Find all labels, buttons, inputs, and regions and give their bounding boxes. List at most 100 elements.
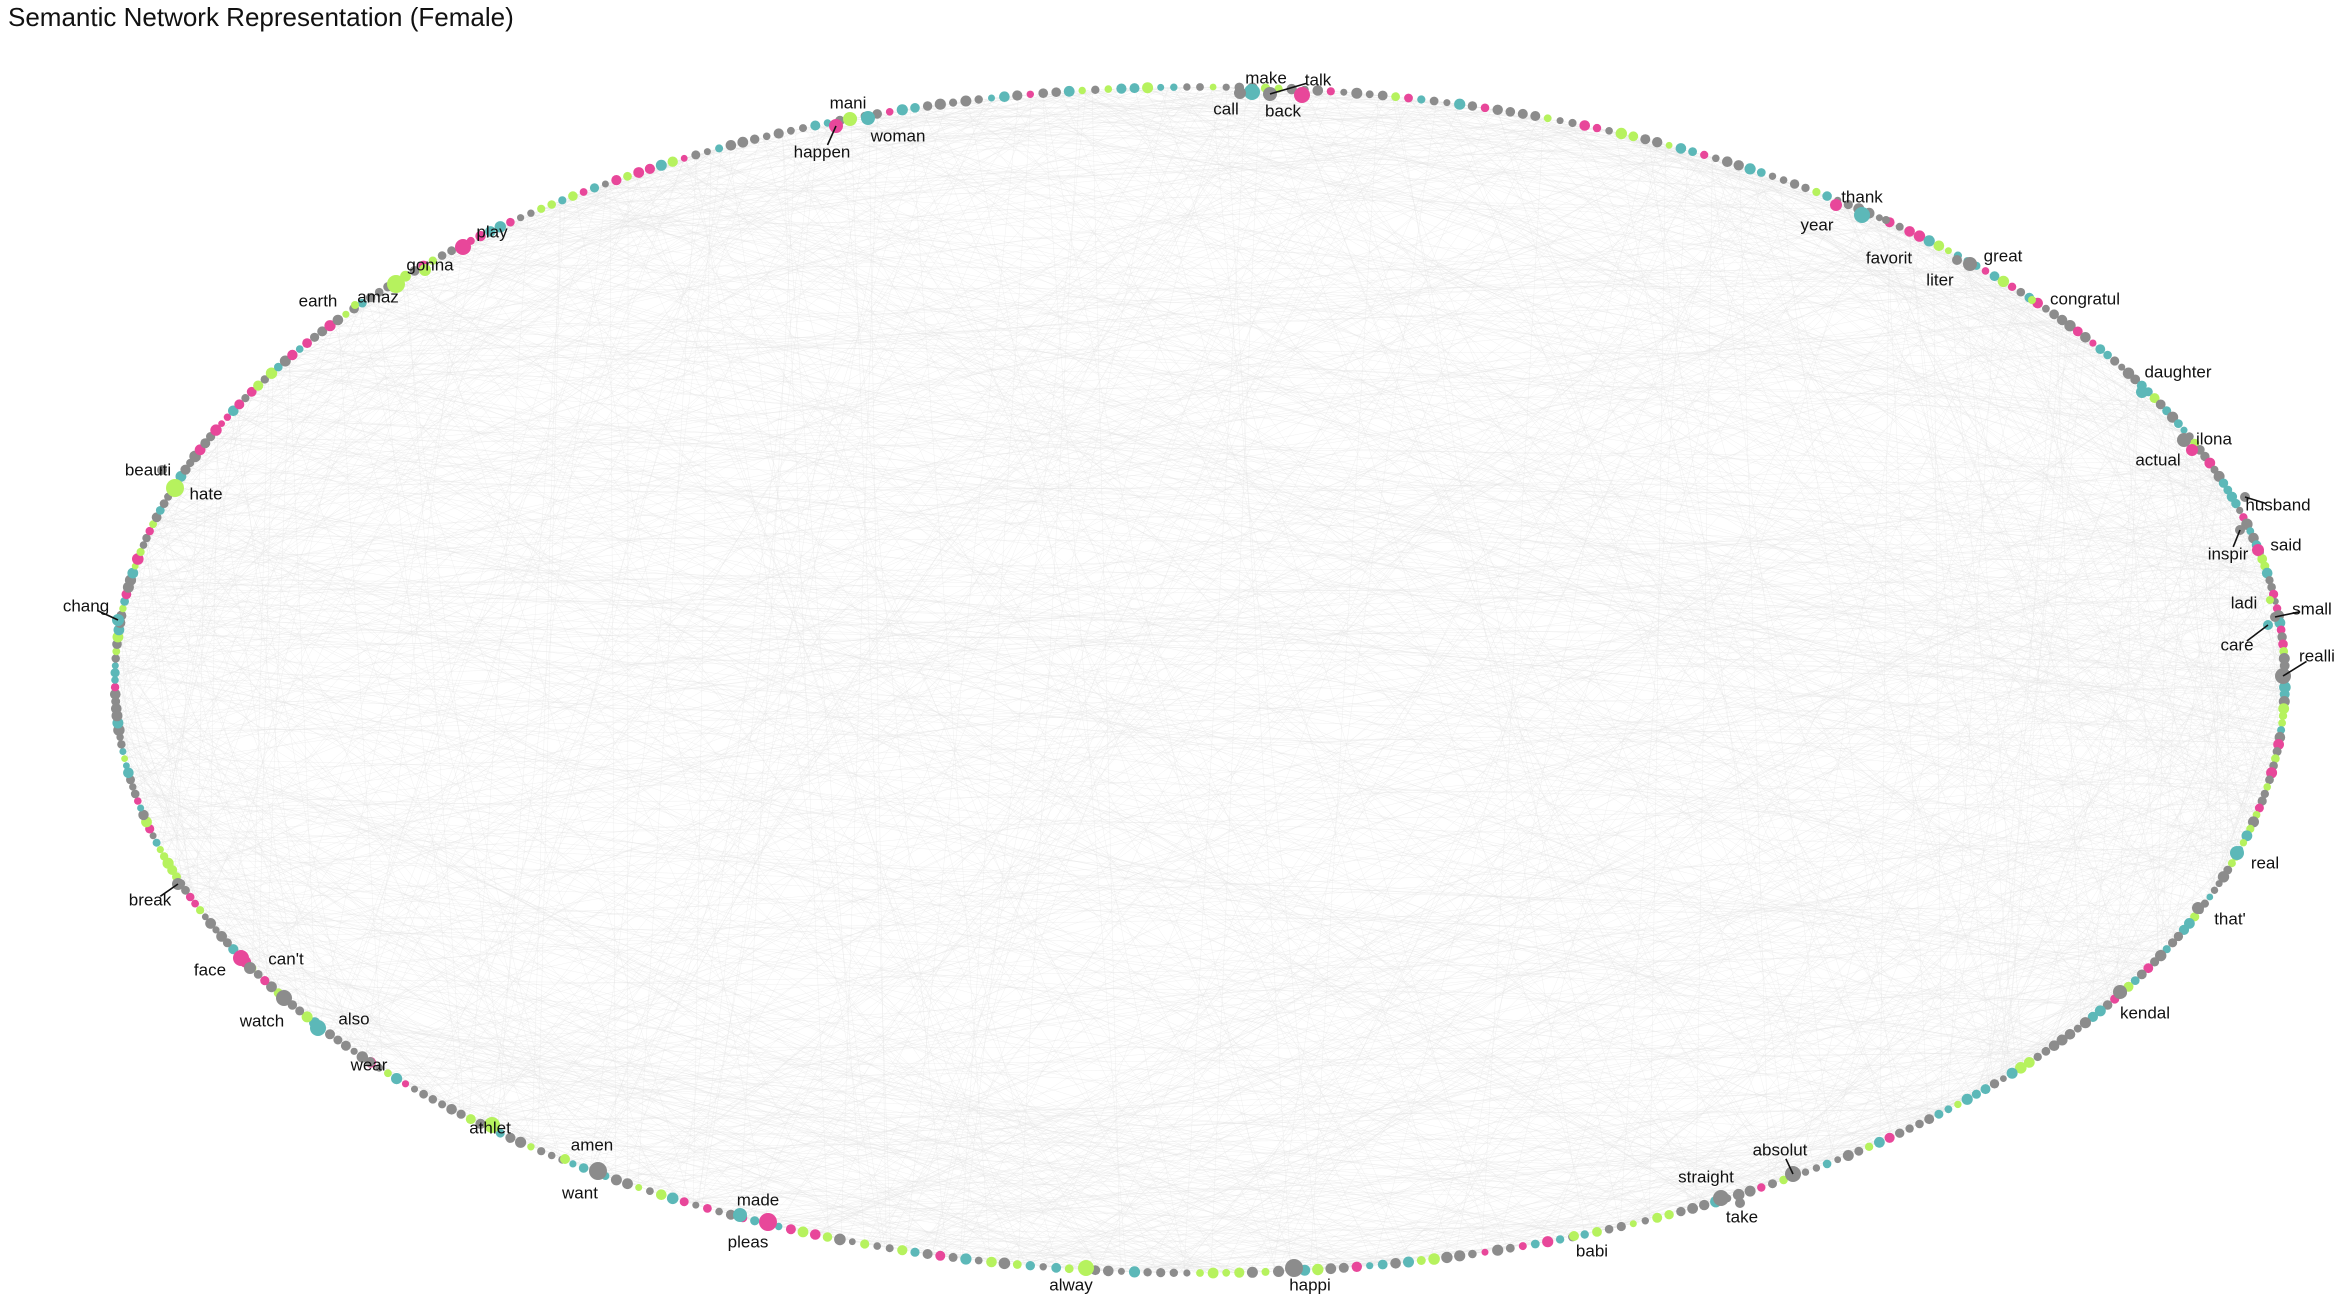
network-node xyxy=(246,386,257,397)
node-label: favorit xyxy=(1866,248,1913,267)
network-node xyxy=(1103,1265,1114,1277)
network-node xyxy=(2110,356,2120,366)
network-node xyxy=(896,104,908,116)
network-node xyxy=(1652,137,1663,148)
network-node xyxy=(1556,117,1564,125)
network-node xyxy=(210,424,222,436)
network-node xyxy=(1530,111,1541,121)
network-node xyxy=(2265,775,2274,785)
network-node xyxy=(1377,90,1388,101)
labeled-node xyxy=(560,1154,570,1164)
network-node xyxy=(1555,1235,1565,1244)
network-node xyxy=(228,405,239,417)
network-node xyxy=(196,906,205,915)
network-node xyxy=(110,683,120,692)
network-node xyxy=(1051,1262,1062,1273)
network-node xyxy=(447,246,456,256)
network-node xyxy=(1222,83,1230,91)
network-node xyxy=(1273,1265,1285,1277)
network-node xyxy=(1390,1258,1401,1269)
labeled-node xyxy=(1713,1190,1729,1206)
network-node xyxy=(2278,703,2290,714)
network-node xyxy=(185,892,195,902)
network-node xyxy=(935,1250,946,1261)
network-node xyxy=(775,1222,783,1231)
network-node xyxy=(1812,187,1821,197)
network-node xyxy=(234,399,245,410)
network-node xyxy=(1757,1183,1766,1192)
network-node xyxy=(1351,87,1363,99)
node-label: liter xyxy=(1926,270,1954,289)
network-node xyxy=(1592,1227,1602,1237)
network-node xyxy=(485,226,496,237)
node-label: absolut xyxy=(1753,1140,1808,1159)
network-node xyxy=(159,852,169,861)
labeled-node xyxy=(2136,386,2148,398)
network-node xyxy=(302,338,312,348)
network-node xyxy=(332,314,344,326)
network-node xyxy=(2130,374,2141,385)
network-node xyxy=(2227,859,2236,868)
network-node xyxy=(1904,226,1915,237)
network-node xyxy=(2271,754,2280,763)
network-node xyxy=(1629,1220,1637,1228)
labeled-node xyxy=(1735,1198,1745,1208)
network-node xyxy=(1492,1244,1504,1256)
network-node xyxy=(437,251,447,260)
network-node xyxy=(1981,267,1990,275)
network-node xyxy=(1116,83,1127,94)
network-node xyxy=(428,1095,438,1104)
network-node xyxy=(1628,131,1639,142)
labeled-node xyxy=(2186,444,2198,456)
network-node xyxy=(1468,1249,1477,1259)
network-node xyxy=(2072,326,2083,337)
network-node xyxy=(2033,1052,2042,1062)
node-label: small xyxy=(2292,599,2332,618)
network-node xyxy=(601,180,609,188)
network-node xyxy=(151,512,162,523)
network-node xyxy=(2248,816,2259,828)
network-node xyxy=(1543,114,1552,123)
network-node xyxy=(1905,1124,1914,1133)
network-node xyxy=(356,1051,368,1063)
network-node xyxy=(691,150,701,160)
network-node xyxy=(123,767,134,779)
network-node xyxy=(2167,411,2179,423)
network-node xyxy=(1779,1175,1788,1185)
labeled-node xyxy=(843,112,857,126)
network-node xyxy=(205,918,217,929)
network-node xyxy=(216,931,228,942)
network-node xyxy=(1915,1119,1924,1129)
network-node xyxy=(138,809,149,821)
network-node xyxy=(2204,457,2216,469)
network-node xyxy=(317,326,328,337)
label-leader-line xyxy=(1785,1158,1794,1175)
network-node xyxy=(1312,85,1324,96)
network-node xyxy=(1934,1109,1944,1119)
network-node xyxy=(1604,1224,1614,1234)
network-node xyxy=(860,1239,870,1249)
network-node xyxy=(2015,1062,2027,1074)
labeled-node xyxy=(2192,902,2204,914)
network-node xyxy=(2267,582,2276,592)
network-node xyxy=(1913,230,1926,242)
network-node xyxy=(885,108,894,116)
node-label: ilona xyxy=(2196,429,2232,448)
network-node xyxy=(1051,87,1061,97)
network-node xyxy=(149,520,158,529)
network-node xyxy=(152,838,161,847)
network-node xyxy=(2118,363,2126,371)
network-node xyxy=(1492,104,1503,116)
labeled-node xyxy=(351,301,359,309)
network-node xyxy=(1744,163,1756,175)
network-node xyxy=(646,1187,654,1195)
network-node xyxy=(1156,1268,1166,1278)
network-node xyxy=(848,1238,856,1246)
network-node xyxy=(1064,1264,1074,1274)
network-node xyxy=(2049,309,2060,320)
network-node xyxy=(333,1035,343,1045)
network-node xyxy=(2149,393,2160,404)
network-node xyxy=(715,1207,723,1216)
network-node xyxy=(409,266,420,276)
